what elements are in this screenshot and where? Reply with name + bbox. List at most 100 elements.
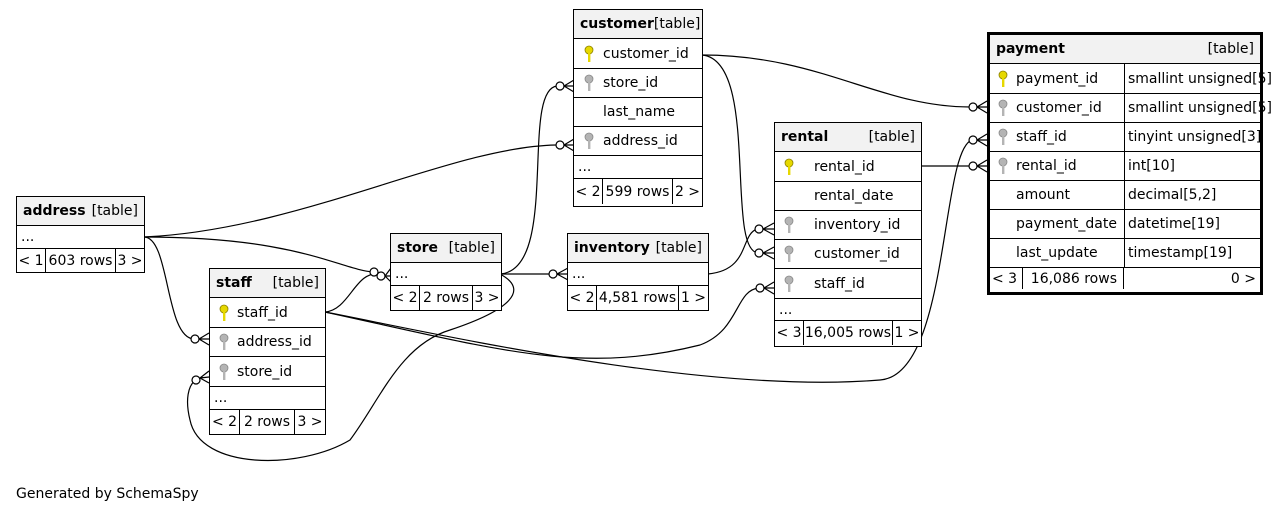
- customer-table-header[interactable]: customer [table]: [574, 10, 702, 39]
- inventory-table-header[interactable]: inventory [table]: [568, 234, 708, 263]
- column-row-customer-id[interactable]: customer_id smallint unsigned[5]: [990, 94, 1272, 123]
- foreign-key-icon: [998, 99, 1008, 117]
- column-name: customer_id: [814, 246, 900, 262]
- payment-table[interactable]: payment [table] payment_id smallint unsi…: [987, 32, 1272, 295]
- edge-staff-store: [324, 273, 381, 313]
- column-row-payment-id[interactable]: payment_id smallint unsigned[5]: [990, 64, 1272, 94]
- more-columns: ...: [391, 263, 501, 286]
- column-row-rental-id[interactable]: rental_id int[10]: [990, 152, 1260, 181]
- table-kind: [table]: [1207, 41, 1254, 57]
- table-name: inventory: [574, 240, 650, 256]
- more-columns: ...: [775, 299, 921, 321]
- row-count: 599 rows: [603, 179, 673, 204]
- column-type: smallint unsigned[5]: [1124, 64, 1272, 93]
- rental-table[interactable]: rental [table] rental_id rental_date inv…: [774, 122, 922, 347]
- parents-link[interactable]: < 1: [17, 249, 46, 272]
- edge-end-circle: [548, 269, 558, 279]
- staff-table[interactable]: staff [table] staff_id address_id store_…: [209, 268, 326, 435]
- crowfoot: [762, 246, 775, 260]
- table-footer: < 2 2 rows 3 >: [391, 286, 501, 310]
- column-row-address-id[interactable]: address_id: [574, 127, 702, 156]
- foreign-key-icon: [584, 132, 594, 150]
- column-row-store-id[interactable]: store_id: [210, 357, 325, 387]
- store-table[interactable]: store [table] ... < 2 2 rows 3 >: [390, 233, 502, 311]
- parents-link[interactable]: < 3: [775, 321, 804, 345]
- column-row-payment-date[interactable]: payment_date datetime[19]: [990, 210, 1260, 239]
- children-link[interactable]: 3 >: [117, 252, 143, 269]
- primary-key-icon: [784, 158, 794, 176]
- edge-end-circle: [555, 81, 565, 91]
- parents-link[interactable]: < 2: [568, 286, 597, 310]
- store-table-header[interactable]: store [table]: [391, 234, 501, 263]
- edge-end-circle: [754, 224, 764, 234]
- table-name: payment: [996, 41, 1065, 57]
- table-name: address: [23, 203, 86, 219]
- edge-end-circle: [754, 248, 764, 258]
- customer-table[interactable]: customer [table] customer_id store_id la…: [573, 9, 703, 207]
- column-name: last_update: [1016, 245, 1098, 261]
- column-row-store-id[interactable]: store_id: [574, 69, 702, 98]
- edge-end-circle: [190, 334, 200, 344]
- parents-link[interactable]: < 3: [990, 268, 1023, 289]
- column-row-inventory-id[interactable]: inventory_id: [775, 211, 921, 240]
- foreign-key-icon: [998, 157, 1008, 175]
- table-footer: < 2 2 rows 3 >: [210, 410, 325, 434]
- inventory-table[interactable]: inventory [table] ... < 2 4,581 rows 1 >: [567, 233, 709, 311]
- crowfoot: [556, 267, 569, 281]
- crowfoot: [976, 133, 988, 147]
- edge-address-customer: [143, 144, 557, 238]
- more-columns: ...: [210, 387, 325, 410]
- crowfoot: [976, 100, 988, 114]
- payment-table-header[interactable]: payment [table]: [990, 35, 1260, 64]
- column-row-amount[interactable]: amount decimal[5,2]: [990, 181, 1260, 210]
- children-link[interactable]: 3 >: [297, 414, 323, 430]
- edge-address-staff: [143, 236, 195, 340]
- staff-table-header[interactable]: staff [table]: [210, 269, 325, 298]
- address-table-header[interactable]: address [table]: [17, 197, 144, 226]
- column-name: inventory_id: [814, 217, 901, 233]
- crowfoot: [199, 370, 210, 384]
- column-type: datetime[19]: [1124, 210, 1220, 238]
- column-row-customer-id[interactable]: customer_id: [574, 39, 702, 69]
- column-row-last-update[interactable]: last_update timestamp[19]: [990, 239, 1260, 268]
- edge-end-circle: [968, 161, 978, 171]
- foreign-key-icon: [584, 74, 594, 92]
- column-name: store_id: [603, 75, 659, 91]
- table-name: store: [397, 240, 439, 256]
- foreign-key-icon: [784, 275, 794, 293]
- children-link[interactable]: 2 >: [674, 183, 701, 200]
- column-row-address-id[interactable]: address_id: [210, 328, 325, 357]
- children-link[interactable]: 1 >: [894, 325, 920, 341]
- column-name: staff_id: [814, 275, 865, 292]
- children-link[interactable]: 3 >: [474, 290, 500, 306]
- edge-end-circle: [369, 267, 379, 277]
- column-row-staff-id[interactable]: staff_id: [210, 298, 325, 328]
- crowfoot: [763, 281, 775, 295]
- column-row-rental-id[interactable]: rental_id: [775, 152, 921, 182]
- rental-table-header[interactable]: rental [table]: [775, 123, 921, 152]
- column-row-staff-id[interactable]: staff_id tinyint unsigned[3]: [990, 123, 1261, 152]
- children-link[interactable]: 1 >: [680, 290, 707, 306]
- more-columns: ...: [568, 263, 708, 286]
- column-row-last-name[interactable]: last_name: [574, 98, 702, 127]
- generated-by-label: Generated by SchemaSpy: [16, 486, 199, 502]
- row-count: 2 rows: [420, 286, 473, 310]
- foreign-key-icon: [219, 363, 229, 381]
- parents-link[interactable]: < 2: [391, 286, 420, 310]
- edge-store-staff: [186, 273, 515, 461]
- address-table[interactable]: address [table] ... < 1 603 rows 3 >: [16, 196, 145, 273]
- edge-inventory-rental: [707, 228, 758, 275]
- column-row-rental-date[interactable]: rental_date: [775, 182, 921, 211]
- table-name: rental: [781, 129, 829, 145]
- children-link[interactable]: 0 >: [1230, 270, 1256, 287]
- table-kind: [table]: [448, 240, 495, 256]
- crowfoot: [563, 79, 575, 93]
- table-name: customer: [580, 16, 654, 32]
- column-row-customer-id[interactable]: customer_id: [775, 240, 921, 269]
- parents-link[interactable]: < 2: [210, 410, 240, 434]
- column-row-staff-id[interactable]: staff_id: [775, 269, 921, 299]
- parents-link[interactable]: < 2: [574, 179, 603, 204]
- row-count: 2 rows: [240, 410, 295, 434]
- column-name: payment_id: [1016, 70, 1099, 87]
- table-footer: < 2 599 rows 2 >: [574, 179, 702, 204]
